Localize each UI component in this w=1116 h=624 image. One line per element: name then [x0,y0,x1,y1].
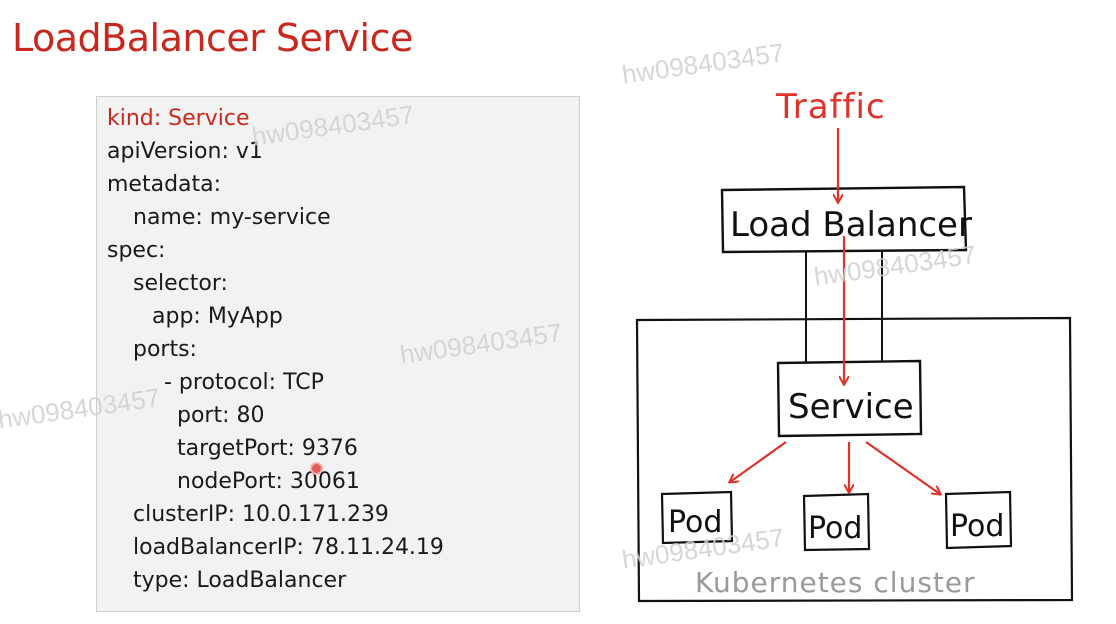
load-balancer-box [720,185,968,254]
code-line: spec: [107,238,166,263]
code-line: ports: [133,337,197,362]
service-label: Service [788,387,914,427]
yaml-code-block: kind: Service apiVersion: v1 metadata: name… [96,96,580,612]
service-to-pod1-arrow [730,441,787,482]
traffic-label: Traffic [775,87,886,127]
page-title: LoadBalancer Service [12,16,413,60]
pod-label-2: Pod [808,511,862,546]
code-line: name: my-service [133,205,331,230]
cluster-label: Kubernetes cluster [695,566,976,599]
code-line: type: LoadBalancer [133,568,347,593]
code-line: kind: Service [107,106,250,131]
code-line: - protocol: TCP [164,370,324,395]
code-line: selector: [133,271,228,296]
service-box [776,359,923,438]
code-line: apiVersion: v1 [107,139,263,164]
code-line: app: MyApp [152,304,283,329]
code-line: nodePort: 30061 [177,469,360,494]
code-line: targetPort: 9376 [177,436,358,461]
pod-box-1 [660,490,734,545]
code-line: port: 80 [177,403,265,428]
pod-box-3 [944,490,1013,550]
pod-label-1: Pod [668,505,722,540]
load-balancer-label: Load Balancer [730,205,972,245]
pod-box-2 [802,492,871,552]
code-line: metadata: [107,172,222,197]
kubernetes-cluster-box [635,316,1074,603]
code-line: loadBalancerIP: 78.11.24.19 [133,535,444,560]
mouse-cursor-indicator [310,462,323,475]
pod-label-3: Pod [950,509,1004,544]
service-to-pod3-arrow [865,441,940,494]
code-line: clusterIP: 10.0.171.239 [133,502,389,527]
